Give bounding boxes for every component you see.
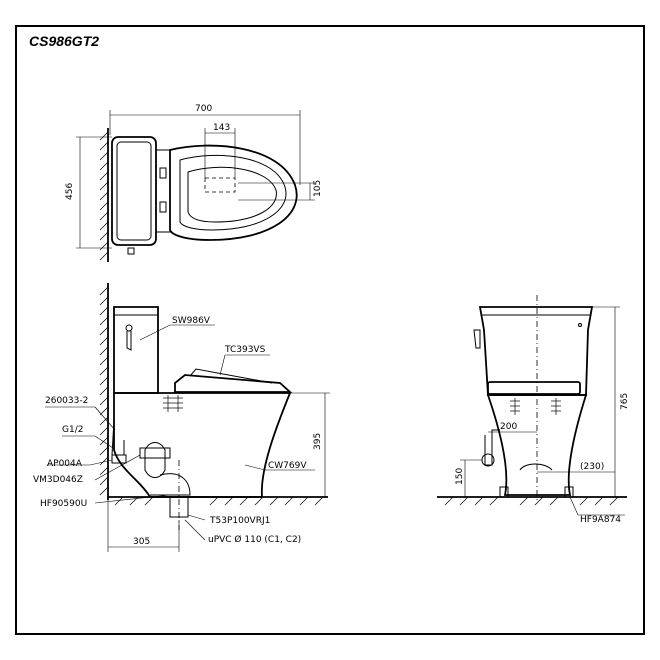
side-lid (189, 368, 273, 384)
dim-143-label: 143 (213, 123, 230, 133)
side-trap-outlet (150, 473, 191, 496)
side-bowl (113, 392, 292, 498)
top-bowl-opening (187, 166, 277, 223)
top-hinge (155, 149, 171, 233)
top-tank-inner (116, 141, 152, 241)
side-trap-flange (139, 447, 171, 459)
label-seat: TC393VS (224, 345, 266, 355)
top-wall-hatch (99, 131, 109, 261)
flush-lever-handle (126, 331, 132, 351)
dim-105-label: 105 (313, 180, 323, 197)
side-view: 395 305 SW986V TC393VS CW769V 260033-2 G… (33, 283, 330, 552)
front-bolts (510, 398, 561, 415)
label-inlet: G1/2 (62, 425, 83, 435)
side-trap (144, 442, 166, 478)
label-pipe: uPVC Ø 110 (C1, C2) (208, 534, 301, 545)
side-hinge-bolts (163, 395, 183, 412)
front-view: 765 200 150 (230) HF9A874 (437, 295, 630, 525)
label-bowl: CW769V (268, 461, 307, 471)
dim-230-label: (230) (580, 462, 604, 472)
side-tank (113, 306, 159, 394)
dim-305-label: 305 (133, 537, 150, 547)
dim-200-label: 200 (500, 422, 517, 432)
dim-700-label: 700 (195, 104, 212, 114)
top-trap-hidden (204, 177, 236, 193)
front-floor-hatch (444, 496, 619, 506)
model-title: CS986GT2 (29, 33, 100, 49)
side-floor-hatch (114, 496, 324, 506)
dim-456-label: 456 (65, 183, 75, 200)
side-seat (174, 374, 293, 393)
front-bowl-base (519, 463, 553, 471)
dim-150-label: 150 (455, 468, 465, 485)
side-angle-valve (111, 454, 127, 464)
front-seat (487, 381, 581, 395)
dim-765-label: 765 (620, 393, 630, 410)
top-hinge-bolt-1 (159, 167, 167, 179)
front-tank-button-icon (578, 323, 582, 327)
front-bowl (486, 394, 588, 496)
front-fixing-left (499, 486, 509, 498)
top-seat-outline (169, 144, 298, 241)
front-inlet-pipe (484, 429, 500, 466)
label-tank: SW986V (172, 316, 211, 326)
label-flange: HF90590U (40, 499, 87, 509)
label-angle-valve: AP004A (47, 459, 83, 469)
top-tank (111, 136, 157, 246)
top-foot (127, 247, 135, 255)
label-fixing: HF9A874 (580, 515, 621, 525)
front-flush-lever-icon (473, 329, 481, 349)
flush-lever-icon (125, 324, 133, 332)
label-flush-valve: VM3D046Z (33, 475, 83, 485)
label-outlet: T53P100VRJ1 (209, 516, 270, 526)
side-wall-hatch (99, 286, 109, 496)
dim-395-label: 395 (313, 433, 323, 450)
front-fixing-right (564, 486, 574, 498)
top-view: 700 143 456 105 (65, 104, 323, 262)
drawing-frame (15, 25, 645, 635)
label-valve: 260033-2 (45, 396, 88, 406)
top-hinge-bolt-2 (159, 201, 167, 213)
